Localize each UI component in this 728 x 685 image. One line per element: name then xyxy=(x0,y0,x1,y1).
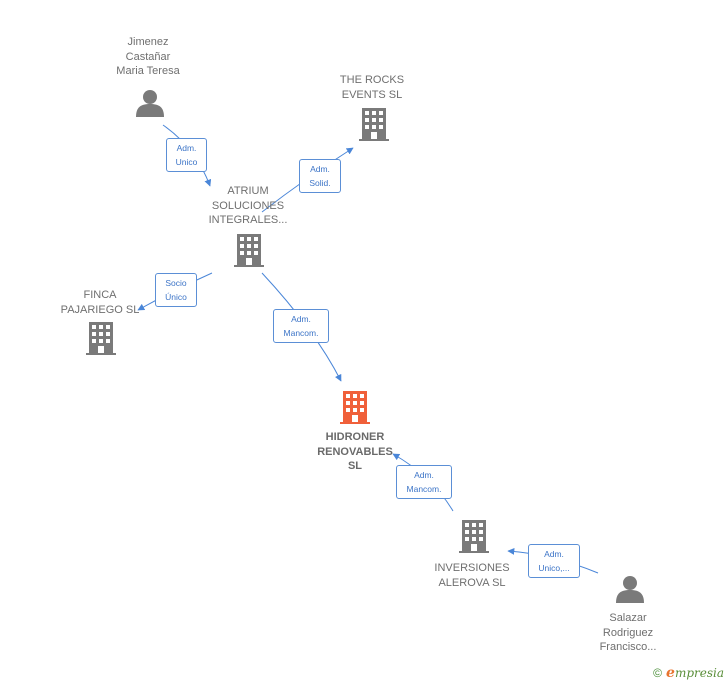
edge-label-jimenez-atrium[interactable]: Adm. Unico xyxy=(166,138,207,172)
node-label-jimenez[interactable]: Jimenez Castañar Maria Teresa xyxy=(116,35,179,79)
label-line: Jimenez xyxy=(127,36,169,48)
edge-label-line: Unico xyxy=(175,157,198,167)
edge-label-line: Mancom. xyxy=(406,484,442,494)
building-icon[interactable] xyxy=(340,391,370,424)
edge-label-line: Único xyxy=(165,292,187,302)
label-line: ALEROVA SL xyxy=(438,576,506,589)
edge-label-atrium-hidroner[interactable]: Adm. Mancom. xyxy=(273,309,329,343)
label-line: SOLUCIONES xyxy=(211,199,285,212)
edge-label-line: Adm. xyxy=(544,549,564,559)
node-label-salazar[interactable]: Salazar Rodriguez Francisco... xyxy=(600,611,657,655)
label-line: Salazar xyxy=(609,612,647,624)
label-line: THE ROCKS xyxy=(339,74,405,86)
node-label-finca[interactable]: FINCA PAJARIEGO SL xyxy=(61,288,140,317)
edge-label-line: Adm. xyxy=(176,143,197,153)
edge-label-line: Unico,... xyxy=(538,563,570,573)
edge-label-salazar-inversiones[interactable]: Adm. Unico,... xyxy=(528,544,580,578)
edge-label-line: Socio xyxy=(165,278,187,288)
label-line: Francisco... xyxy=(599,641,657,653)
node-label-hidroner[interactable]: HIDRONER RENOVABLES SL xyxy=(317,430,393,474)
label-line: INVERSIONES xyxy=(434,562,510,574)
person-icon[interactable] xyxy=(616,576,644,603)
edge-label-atrium-finca[interactable]: Socio Único xyxy=(155,273,197,307)
label-line: INTEGRALES... xyxy=(208,214,288,226)
brand-watermark: ©empresia xyxy=(653,665,724,681)
label-line: Maria Teresa xyxy=(116,65,180,77)
label-line: Rodriguez xyxy=(602,626,654,639)
label-line: EVENTS SL xyxy=(341,88,403,101)
edge-label-line: Solid. xyxy=(309,178,331,188)
building-icon[interactable] xyxy=(234,234,264,267)
building-icon[interactable] xyxy=(86,322,116,355)
node-label-inversiones[interactable]: INVERSIONES ALEROVA SL xyxy=(434,561,509,590)
label-line: PAJARIEGO SL xyxy=(60,303,140,316)
label-line: RENOVABLES xyxy=(317,445,393,458)
node-label-the-rocks[interactable]: THE ROCKS EVENTS SL xyxy=(340,73,404,102)
label-line: ATRIUM xyxy=(227,185,269,197)
building-icon[interactable] xyxy=(359,108,389,141)
edge-label-line: Adm. xyxy=(291,314,311,324)
label-line: SL xyxy=(347,460,363,472)
label-line: HIDRONER xyxy=(325,431,385,443)
brand-logo-letter: e xyxy=(666,665,675,681)
node-label-atrium[interactable]: ATRIUM SOLUCIONES INTEGRALES... xyxy=(209,184,288,228)
brand-name: mpresia xyxy=(674,666,724,680)
person-icon[interactable] xyxy=(136,90,164,117)
edge-label-atrium-rocks[interactable]: Adm. Solid. xyxy=(299,159,341,193)
edge-label-inversiones-hidroner[interactable]: Adm. Mancom. xyxy=(396,465,452,499)
building-icon[interactable] xyxy=(459,520,489,553)
copyright-icon: © xyxy=(653,666,663,680)
edge-label-line: Adm. xyxy=(310,164,330,174)
edge-label-line: Mancom. xyxy=(283,328,319,338)
label-line: FINCA xyxy=(83,289,117,301)
edge-label-line: Adm. xyxy=(414,470,434,480)
label-line: Castañar xyxy=(125,50,171,63)
